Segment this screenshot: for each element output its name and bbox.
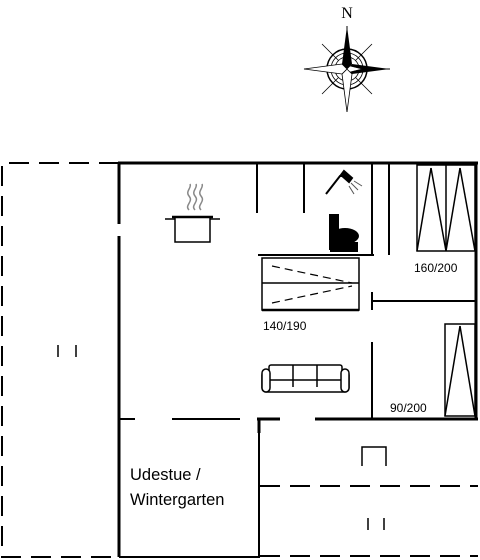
terrace-outline <box>1 162 478 558</box>
bed-dimension-label: 90/200 <box>390 401 427 415</box>
bed-icon <box>416 164 476 252</box>
stairs-icon <box>361 446 387 466</box>
bed-dimension-label: 160/200 <box>414 261 458 275</box>
room-label: Udestue / <box>130 466 201 484</box>
sofa-icon <box>261 364 350 393</box>
room-label: Wintergarten <box>130 491 224 509</box>
shower-icon <box>325 169 363 195</box>
cooking-pot-icon <box>165 183 220 243</box>
bed-dimension-label: 140/190 <box>263 319 307 333</box>
north-label: N <box>341 5 353 22</box>
toilet-icon <box>329 214 359 252</box>
terrace-marks <box>57 345 385 530</box>
compass-rose-icon: N <box>303 5 390 113</box>
exterior-walls <box>117 161 478 557</box>
interior-walls <box>119 163 476 558</box>
bed-icon <box>444 323 476 417</box>
bed-icon <box>261 257 360 312</box>
